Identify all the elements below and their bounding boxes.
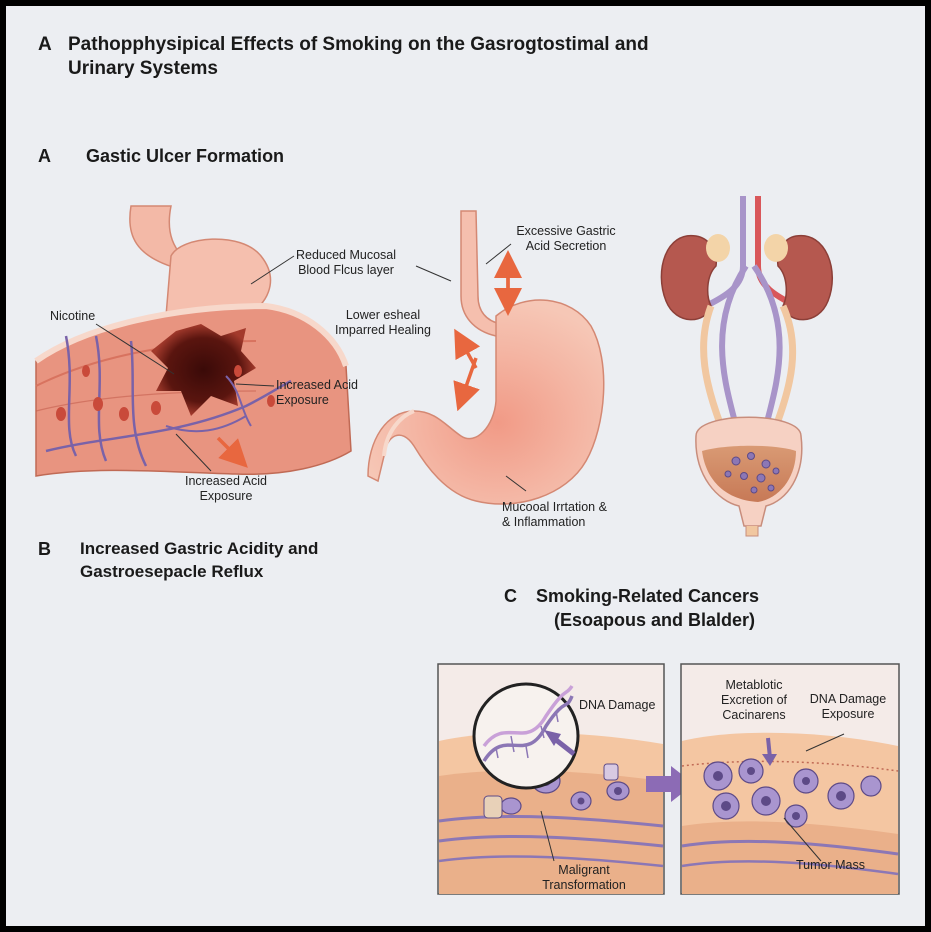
label-excessive-acid: Excessive Gastric Acid Secretion — [506, 224, 626, 254]
label-increased-acid-1: Increased Acid Exposure — [276, 378, 358, 408]
urinary-illustration — [661, 196, 832, 536]
label-dna-damage-exposure: DNA Damage Exposure — [804, 692, 892, 722]
label-dna-damage: DNA Damage — [579, 698, 655, 713]
label-increased-acid-2: Increased Acid Exposure — [171, 474, 281, 504]
label-metabolic-excretion: Metablotic Excretion of Cacinarens — [709, 678, 799, 723]
illustration-canvas — [6, 6, 925, 926]
figure-panel: A Pathopphysipical Effects of Smoking on… — [6, 6, 925, 926]
label-reduced-mucosal: Reduced Mucosal Blood Flcus layer — [276, 248, 416, 278]
label-malignant-transformation: Maligrant Transformation — [534, 863, 634, 893]
label-nicotine: Nicotine — [50, 309, 95, 324]
label-tumor-mass: Tumor Mass — [796, 858, 865, 873]
label-mucosal-irritation: Mucooal Irrtation & & Inflammation — [502, 500, 607, 530]
label-lower-esophageal: Lower esheal Imparred Healing — [328, 308, 438, 338]
gastric-ulcer-illustration — [36, 206, 351, 476]
